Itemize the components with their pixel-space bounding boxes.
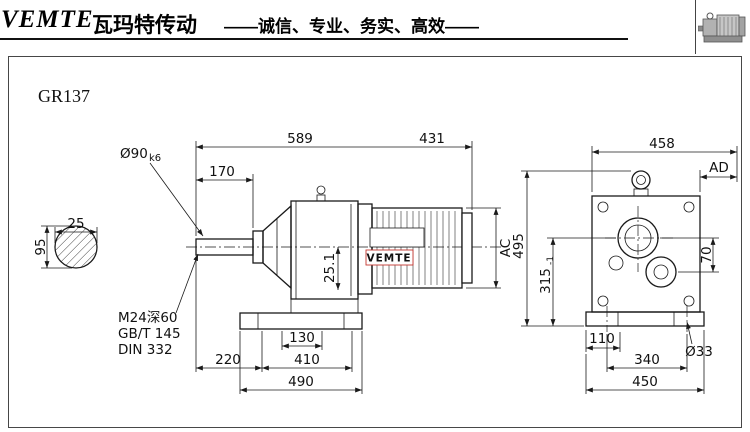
side-view: VEMTE 170 589 431 Ø90 k6 2 bbox=[118, 131, 514, 394]
oil-plug-hole bbox=[608, 255, 624, 271]
gearbox-housing bbox=[290, 200, 359, 300]
dim-base-length: 490 bbox=[239, 331, 363, 394]
shaft-diameter-label: Ø90 bbox=[120, 146, 148, 162]
brand-chinese-name: 瓦玛特传动 bbox=[92, 14, 197, 37]
motor-flange bbox=[357, 203, 373, 295]
dim-box-offset-label: AD bbox=[709, 160, 729, 176]
dim-base-width: 450 bbox=[585, 330, 705, 394]
end-base bbox=[585, 311, 705, 327]
dim-center-height-tol-label: -1 bbox=[546, 256, 556, 265]
tapped-hole-note: M24深60 GB/T 145 DIN 332 bbox=[118, 253, 199, 358]
motor-fins bbox=[376, 211, 456, 285]
dim-motor-length-red-label: 431 bbox=[419, 131, 445, 147]
shaft-cross-section-view: 25 95 bbox=[33, 216, 98, 269]
end-housing bbox=[591, 195, 701, 313]
tap-std2-label: DIN 332 bbox=[118, 342, 173, 358]
dim-bore-offset: 70 bbox=[660, 237, 719, 273]
shaft-section-circle bbox=[54, 225, 98, 269]
tap-spec-label: M24深60 bbox=[118, 310, 178, 326]
header-underline bbox=[0, 38, 628, 40]
dim-center-height-label: 315 bbox=[538, 268, 554, 294]
dim-motor-height: AC bbox=[466, 207, 514, 289]
breather-plug bbox=[316, 185, 326, 195]
output-bore bbox=[617, 217, 659, 259]
dim-base-length-label: 490 bbox=[288, 374, 314, 390]
dim-overall-height-label: 495 bbox=[511, 233, 527, 259]
watermark-text: VEMTE bbox=[366, 253, 411, 265]
dim-foot-edge-offset-label: 110 bbox=[589, 331, 615, 347]
end-view: 458 AD 495 315 -1 70 bbox=[511, 136, 738, 394]
header-slogan: ——诚信、专业、务实、高效—— bbox=[224, 17, 479, 36]
model-number-label: GR137 bbox=[38, 86, 90, 106]
motor-body bbox=[371, 207, 463, 289]
dim-shaft-height-label: 95 bbox=[33, 238, 49, 255]
tap-std1-label: GB/T 145 bbox=[118, 326, 181, 342]
sheet-border bbox=[8, 56, 742, 428]
dim-keyway: 25.1 bbox=[322, 247, 341, 290]
dim-center-height: 315 -1 bbox=[538, 237, 616, 326]
dim-front-to-foot-label: 220 bbox=[215, 352, 241, 368]
dim-overall-height: 495 bbox=[511, 170, 631, 327]
input-bore bbox=[645, 256, 677, 288]
brand-logo-text: VEMTE bbox=[1, 6, 94, 33]
shaft-tolerance-label: k6 bbox=[149, 153, 161, 164]
header-separator-line bbox=[695, 0, 696, 54]
motor-end-cap bbox=[461, 212, 473, 284]
motor-nameplate bbox=[369, 227, 425, 248]
dim-shaft-length: 170 bbox=[195, 141, 254, 236]
dim-key-width-label: 25 bbox=[67, 216, 84, 232]
dim-overall-width-label: 458 bbox=[649, 136, 675, 152]
dim-keyway-label: 25.1 bbox=[322, 253, 338, 283]
dim-foot-hole-span: 340 bbox=[606, 334, 688, 372]
watermark-box bbox=[365, 249, 414, 266]
dim-key-width: 25 bbox=[54, 216, 98, 243]
dim-overall-length-label: 589 bbox=[287, 131, 313, 147]
dim-bore-offset-label: 70 bbox=[699, 246, 715, 263]
dim-shaft-height: 95 bbox=[33, 225, 72, 269]
dim-overall-length: 589 431 bbox=[196, 131, 473, 210]
dim-overall-width: 458 bbox=[591, 136, 738, 192]
dim-foot-edge-offset: 110 bbox=[585, 330, 621, 352]
dim-foot-hole-spacing: 130 bbox=[281, 330, 323, 350]
dim-base-width-label: 450 bbox=[632, 374, 658, 390]
gearmotor-photo-icon bbox=[698, 2, 748, 52]
foot-hole-dia-label: Ø33 bbox=[685, 344, 713, 360]
lifting-eyebolt bbox=[631, 170, 651, 190]
dim-foot-hole-span-label: 340 bbox=[634, 352, 660, 368]
dim-foot-span: 410 bbox=[262, 331, 353, 372]
dim-shaft-length-label: 170 bbox=[209, 164, 235, 180]
dim-front-to-foot: 220 bbox=[195, 257, 263, 372]
mounting-base bbox=[239, 312, 363, 330]
dim-box-offset: AD bbox=[699, 160, 737, 192]
dim-motor-height-label: AC bbox=[498, 239, 514, 257]
callout-shaft-diameter: Ø90 k6 bbox=[120, 146, 204, 237]
dim-foot-span-label: 410 bbox=[294, 352, 320, 368]
header: VEMTE 瓦玛特传动 ——诚信、专业、务实、高效—— bbox=[0, 0, 750, 55]
dim-foot-hole-spacing-label: 130 bbox=[289, 330, 315, 346]
callout-foot-hole: Ø33 bbox=[685, 321, 713, 360]
